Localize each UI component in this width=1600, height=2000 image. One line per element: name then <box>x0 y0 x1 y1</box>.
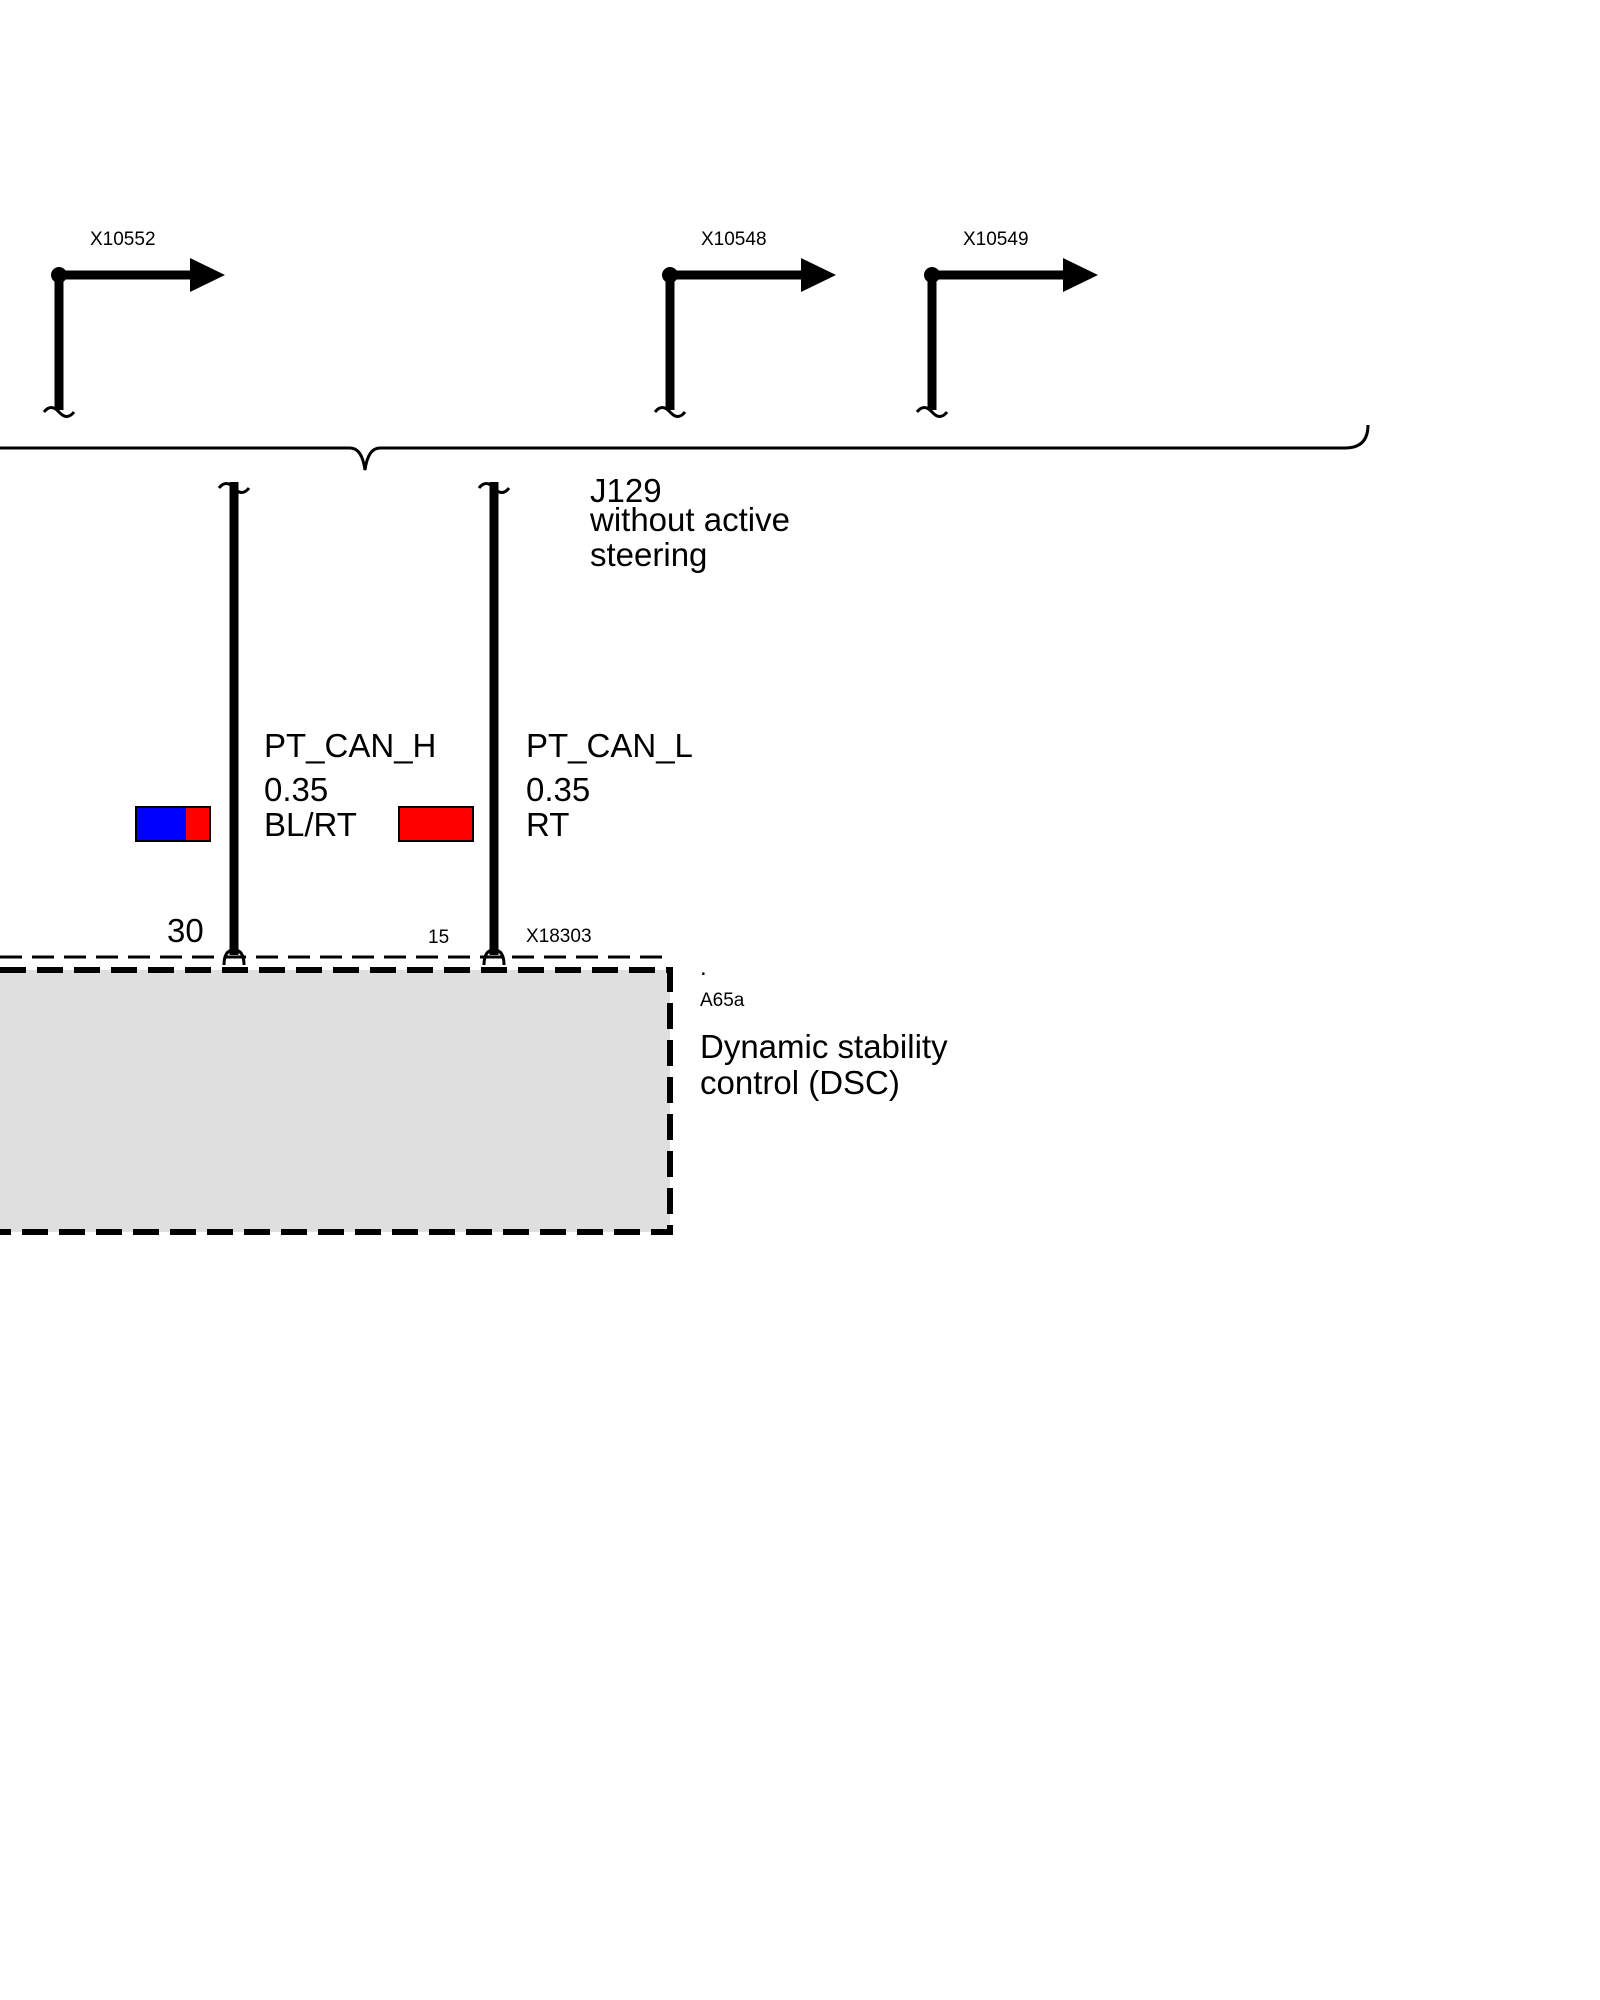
dsc-module: X18303 . A65a Dynamic stability control … <box>0 926 948 1235</box>
module-connector-label: X18303 <box>526 926 592 947</box>
wire-color-swatch <box>398 806 474 842</box>
pin-number: 30 <box>167 912 204 949</box>
wire-color-code: RT <box>526 806 569 843</box>
wire-gauge: 0.35 <box>264 771 328 808</box>
harness-note-line: without active <box>589 501 790 538</box>
arrow-right-icon <box>1063 258 1098 292</box>
swatch-border <box>135 806 211 842</box>
connector-label: X10552 <box>90 229 156 250</box>
pin-number: 15 <box>428 927 449 948</box>
connector-x10548: X10548 <box>653 229 836 418</box>
harness-note: J129 without active steering <box>589 472 790 573</box>
arrow-right-icon <box>801 258 836 292</box>
module-id: A65a <box>700 990 745 1011</box>
wire-color-swatch <box>135 806 211 842</box>
swatch-red <box>186 807 210 841</box>
swatch-blue <box>136 807 186 841</box>
signal-name: PT_CAN_L <box>526 727 693 764</box>
connector-label: X10549 <box>963 229 1029 250</box>
module-outline <box>0 967 673 1235</box>
signal-name: PT_CAN_H <box>264 727 436 764</box>
wire-break-icon <box>42 406 76 418</box>
module-name: control (DSC) <box>700 1064 900 1101</box>
module-name: Dynamic stability <box>700 1028 948 1065</box>
connector-x10552: X10552 <box>42 229 225 418</box>
wire-break-icon <box>653 406 687 418</box>
wire-gauge: 0.35 <box>526 771 590 808</box>
harness-brace <box>0 424 1370 471</box>
connector-x10549: X10549 <box>915 229 1098 418</box>
wire-break-icon <box>915 406 949 418</box>
wire-color-code: BL/RT <box>264 806 357 843</box>
harness-code: J129 <box>590 472 662 509</box>
harness-note-line: steering <box>590 536 707 573</box>
wire-pt-can-h: PT_CAN_H 0.35 BL/RT 30 <box>135 482 436 966</box>
module-dot: . <box>700 954 707 981</box>
connector-label: X10548 <box>701 229 767 250</box>
wire-pt-can-l: PT_CAN_L 0.35 RT 15 <box>398 482 693 966</box>
arrow-right-icon <box>190 258 225 292</box>
